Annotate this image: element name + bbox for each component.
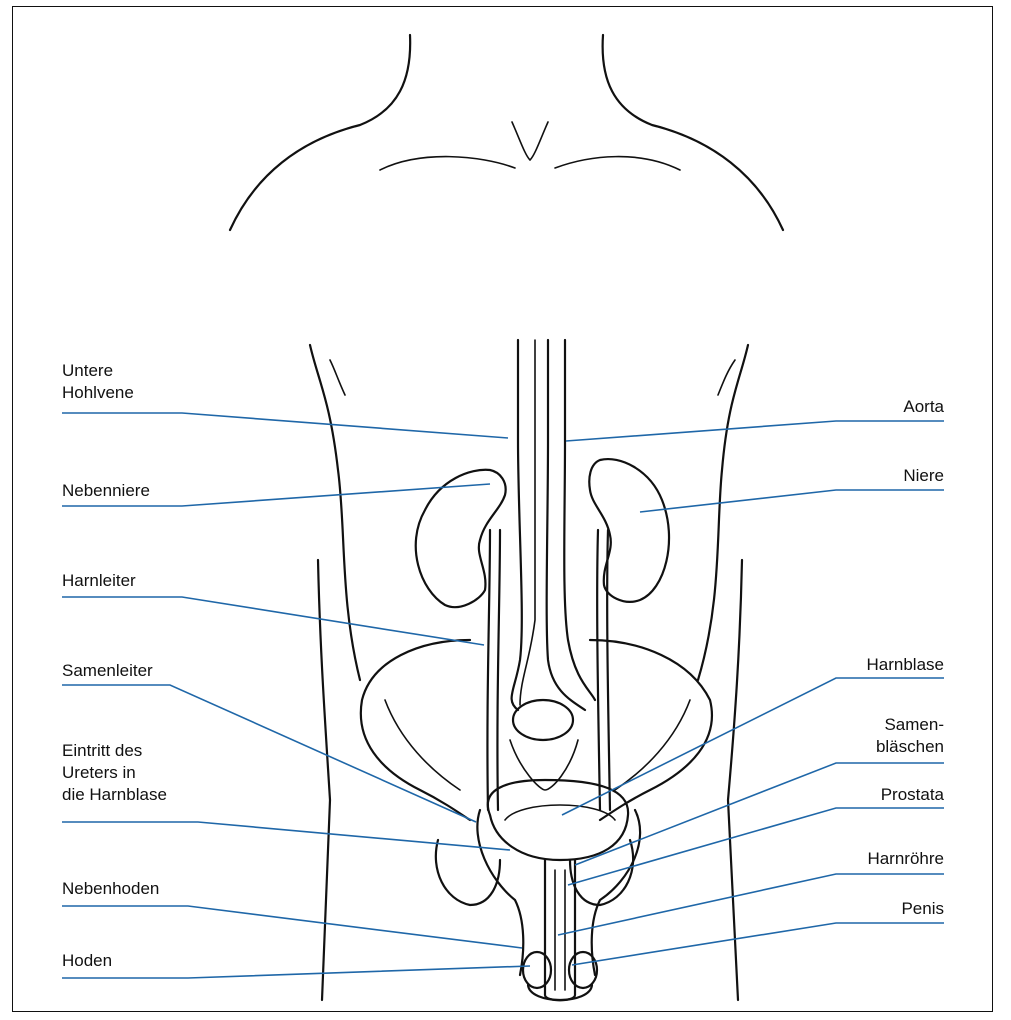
leader-niere [640,490,944,512]
label-untere-hohlvene: Untere Hohlvene [62,360,134,404]
leader-penis [572,923,944,965]
leader-aorta [566,421,944,441]
leader-eintritt-ureter [62,822,510,850]
leader-harnroehre [558,874,944,935]
body-outline [230,35,783,1000]
label-hoden: Hoden [62,950,112,972]
label-harnleiter: Harnleiter [62,570,136,592]
leader-hoden [62,966,530,978]
label-samenleiter: Samenleiter [62,660,153,682]
kidneys [416,459,669,607]
leader-untere-hohlvene [62,413,508,438]
label-nebenniere: Nebenniere [62,480,150,502]
leader-harnleiter [62,597,484,645]
label-penis: Penis [901,898,944,920]
label-samenblaeschen: Samen- bläschen [876,714,944,758]
label-eintritt-ureter: Eintritt des Ureters in die Harnblase [62,740,167,806]
great-vessels [512,340,595,710]
label-harnroehre: Harnröhre [867,848,944,870]
label-niere: Niere [903,465,944,487]
label-nebenhoden: Nebenhoden [62,878,159,900]
label-aorta: Aorta [903,396,944,418]
pelvis [361,640,712,905]
label-harnblase: Harnblase [867,654,945,676]
ureters [487,530,610,810]
label-prostata: Prostata [881,784,944,806]
leader-nebenhoden [62,906,522,948]
